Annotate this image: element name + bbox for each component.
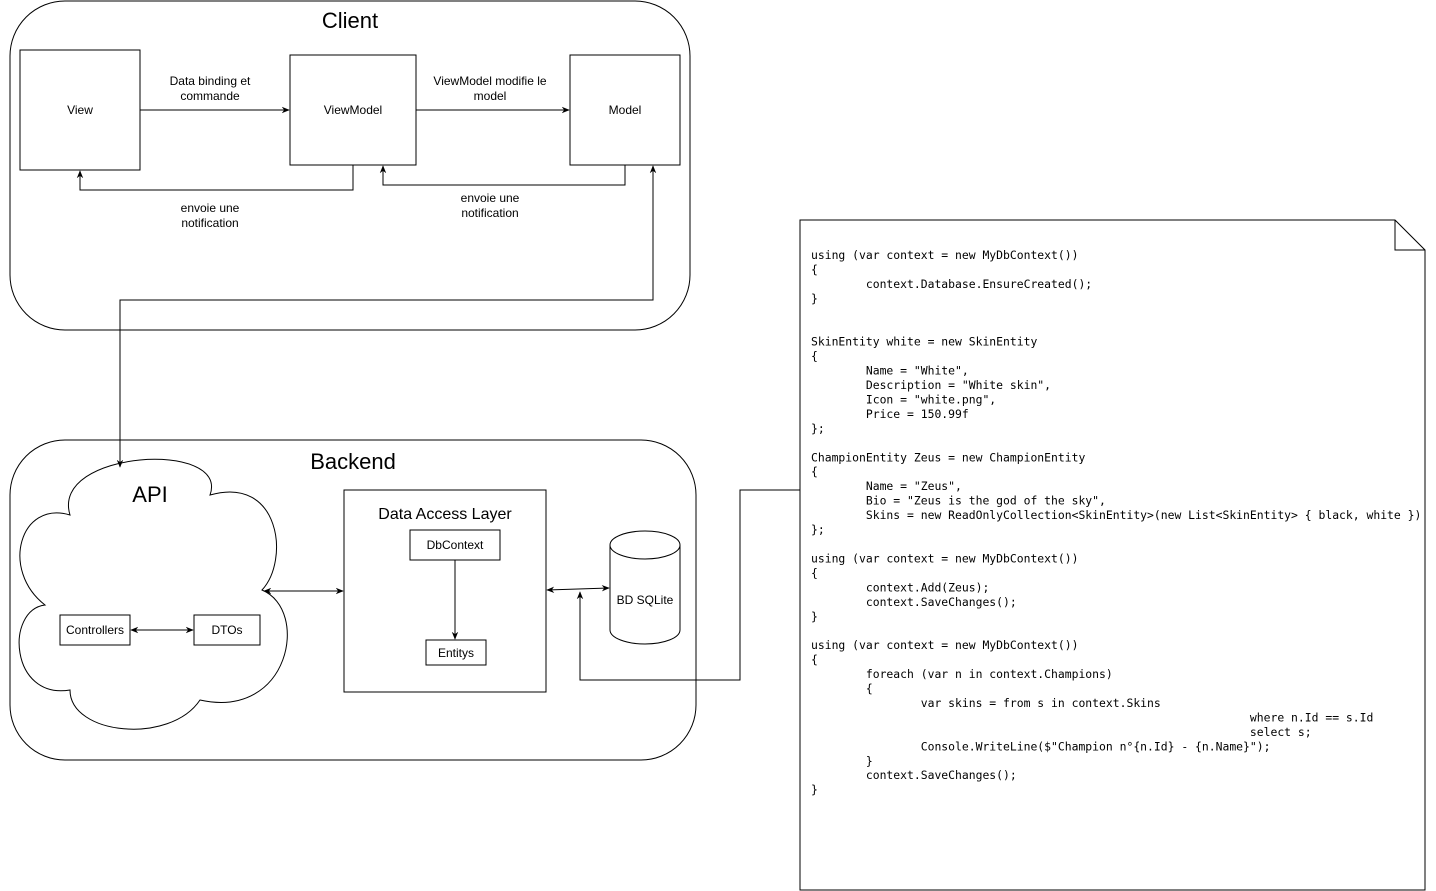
code-line: Icon = "white.png", (811, 393, 996, 407)
edge-label-binding-1: Data binding et (170, 74, 251, 88)
code-note-fold (1394, 220, 1425, 251)
code-line: } (811, 291, 818, 305)
backend-title: Backend (310, 449, 396, 474)
code-line: Skins = new ReadOnlyCollection<SkinEntit… (811, 508, 1421, 522)
edge-client-to-api (116, 165, 657, 468)
code-line: } (811, 783, 818, 797)
edge-dal-db (546, 585, 610, 593)
code-line: using (var context = new MyDbContext()) (811, 551, 1078, 565)
code-line: Price = 150.99f (811, 407, 969, 421)
entitys-label: Entitys (438, 646, 474, 660)
edge-label-notify-view-1: envoie une (181, 201, 240, 215)
dbcontext-label: DbContext (427, 538, 484, 552)
code-line: context.SaveChanges(); (811, 768, 1017, 782)
dtos-box[interactable] (193, 614, 261, 646)
sqlite-label: BD SQLite (617, 593, 674, 607)
code-line: { (811, 262, 818, 276)
edge-label-notify-vm-1: envoie une (461, 191, 520, 205)
edge-label-vm-modifies-1: ViewModel modifie le (433, 74, 546, 88)
code-line: } (811, 754, 873, 768)
client-title: Client (322, 8, 378, 33)
api-title: API (132, 482, 167, 507)
code-line: context.SaveChanges(); (811, 595, 1017, 609)
dbcontext-box[interactable] (409, 529, 501, 561)
code-line: { (811, 465, 818, 479)
code-line: var skins = from s in context.Skins (811, 696, 1161, 710)
viewmodel-box[interactable] (289, 54, 417, 166)
edge-label-notify-view-2: notification (181, 216, 238, 230)
code-line: Description = "White skin", (811, 378, 1051, 392)
code-line: { (811, 653, 818, 667)
code-line: SkinEntity white = new SkinEntity (811, 335, 1037, 349)
code-line: Name = "White", (811, 364, 969, 378)
dal-title: Data Access Layer (378, 506, 512, 523)
code-line: where n.Id == s.Id (811, 710, 1373, 724)
model-box[interactable] (569, 54, 681, 166)
code-line: }; (811, 523, 825, 537)
code-line (811, 624, 818, 638)
code-line: using (var context = new MyDbContext()) (811, 248, 1078, 262)
controllers-box[interactable] (59, 614, 131, 646)
api-cloud (18, 458, 288, 730)
code-line (811, 320, 818, 334)
edge-label-binding-2: commande (180, 89, 240, 103)
edge-note-to-db (576, 489, 800, 681)
entitys-box[interactable] (425, 639, 487, 666)
code-note (799, 219, 1426, 891)
code-line: foreach (var n in context.Champions) (811, 667, 1113, 681)
code-line: { (811, 349, 818, 363)
code-line: { (811, 682, 873, 696)
view-label: View (67, 103, 93, 117)
model-label: Model (609, 103, 642, 117)
code-line: Console.WriteLine($"Champion n°{n.Id} - … (811, 739, 1270, 753)
code-line (811, 436, 818, 450)
view-box[interactable] (19, 49, 141, 171)
controllers-label: Controllers (66, 623, 124, 637)
viewmodel-label: ViewModel (324, 103, 382, 117)
edge-label-notify-vm-2: notification (461, 206, 518, 220)
code-line: ChampionEntity Zeus = new ChampionEntity (811, 450, 1085, 464)
edge-label-vm-modifies-2: model (474, 89, 507, 103)
code-line: } (811, 609, 818, 623)
code-line: Name = "Zeus", (811, 479, 962, 493)
dtos-label: DTOs (211, 623, 242, 637)
sqlite-database[interactable] (609, 530, 681, 645)
code-line: { (811, 566, 818, 580)
code-line (811, 306, 818, 320)
code-block: using (var context = new MyDbContext()){… (811, 248, 1421, 797)
code-line: context.Database.EnsureCreated(); (811, 277, 1092, 291)
code-line: using (var context = new MyDbContext()) (811, 638, 1078, 652)
code-line: Bio = "Zeus is the god of the sky", (811, 494, 1106, 508)
code-line (811, 537, 818, 551)
code-line: select s; (811, 725, 1312, 739)
code-line: }; (811, 421, 825, 435)
code-line: context.Add(Zeus); (811, 580, 989, 594)
